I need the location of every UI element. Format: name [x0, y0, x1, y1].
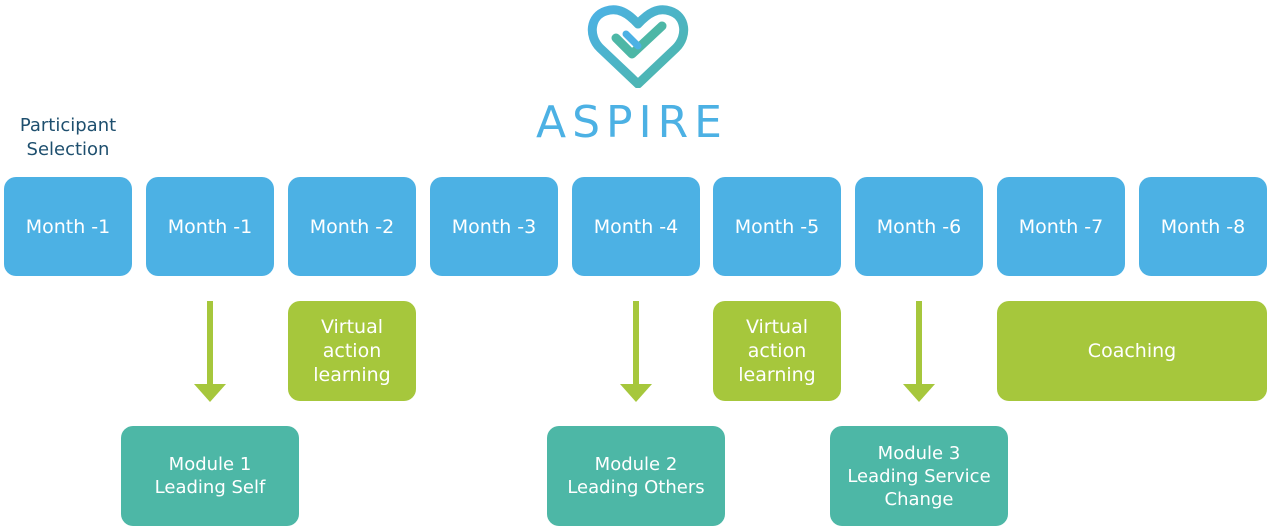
- month-box: Month -6: [855, 177, 983, 276]
- module-1-box: Module 1 Leading Self: [121, 426, 299, 526]
- arrow-down-icon: [903, 301, 935, 402]
- virtual-action-learning-box: Virtual action learning: [713, 301, 841, 401]
- participant-selection-label: Participant Selection: [19, 115, 117, 160]
- virtual-action-learning-box: Virtual action learning: [288, 301, 416, 401]
- month-box: Month -1: [146, 177, 274, 276]
- month-box: Month -7: [997, 177, 1125, 276]
- arrow-down-icon: [194, 301, 226, 402]
- coaching-box: Coaching: [997, 301, 1267, 401]
- month-box: Month -1: [4, 177, 132, 276]
- month-box: Month -4: [572, 177, 700, 276]
- arrow-down-icon: [620, 301, 652, 402]
- month-box: Month -2: [288, 177, 416, 276]
- page-title: ASPIRE: [536, 97, 728, 148]
- month-box: Month -8: [1139, 177, 1267, 276]
- module-2-box: Module 2 Leading Others: [547, 426, 725, 526]
- aspire-heart-logo: [587, 5, 689, 88]
- month-box: Month -3: [430, 177, 558, 276]
- month-box: Month -5: [713, 177, 841, 276]
- module-3-box: Module 3 Leading Service Change: [830, 426, 1008, 526]
